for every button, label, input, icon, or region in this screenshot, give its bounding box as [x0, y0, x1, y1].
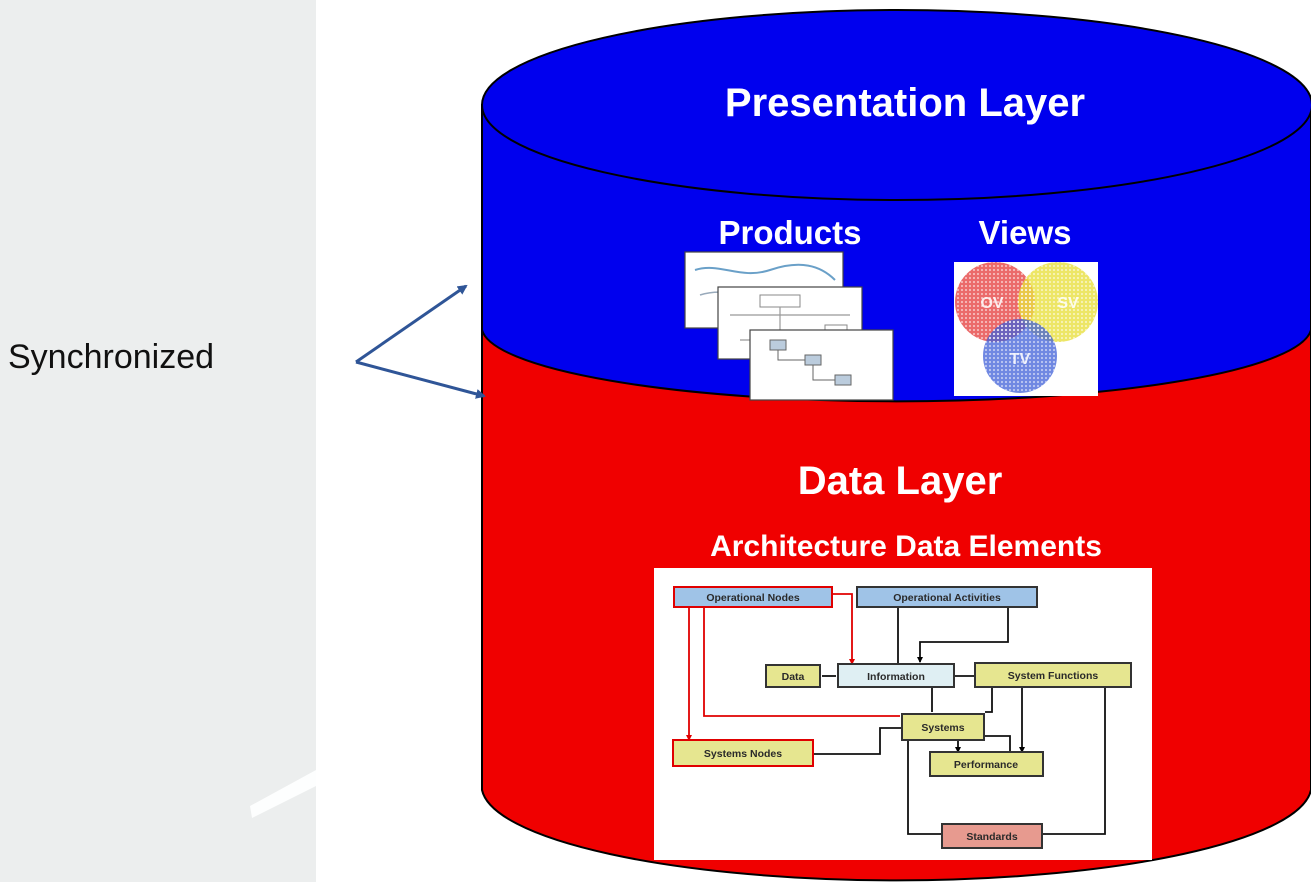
node-systems-nodes: Systems Nodes	[672, 739, 814, 767]
svg-text:Operational Activities: Operational Activities	[893, 592, 1001, 604]
cylinder-top	[481, 9, 1311, 201]
data-layer-subtitle: Architecture Data Elements	[710, 530, 1102, 563]
node-operational-nodes: Operational Nodes	[673, 586, 833, 608]
svg-text:Systems Nodes: Systems Nodes	[704, 748, 782, 760]
venn-label-sv: SV	[1057, 295, 1079, 312]
node-system-functions: System Functions	[974, 662, 1132, 688]
left-background-panel	[0, 0, 316, 882]
svg-text:Data: Data	[782, 671, 805, 683]
presentation-layer-title: Presentation Layer	[725, 81, 1085, 125]
data-elements-diagram: Operational Nodes Operational Activities…	[654, 568, 1152, 860]
products-label: Products	[718, 214, 861, 251]
decorative-slash	[250, 770, 316, 818]
svg-text:System Functions: System Functions	[1008, 670, 1099, 682]
venn-label-tv: TV	[1010, 351, 1031, 368]
node-systems: Systems	[901, 713, 985, 741]
svg-text:Performance: Performance	[954, 759, 1018, 771]
sync-arrow-up	[355, 284, 468, 364]
node-data: Data	[765, 664, 821, 688]
svg-text:Operational Nodes: Operational Nodes	[706, 592, 800, 604]
svg-text:Standards: Standards	[966, 831, 1018, 843]
venn-label-ov: OV	[980, 295, 1003, 312]
views-label: Views	[979, 214, 1072, 251]
node-information: Information	[837, 663, 955, 688]
svg-text:Information: Information	[867, 671, 925, 683]
data-layer-title: Data Layer	[798, 459, 1003, 503]
sync-arrow-down	[355, 360, 486, 399]
synchronized-label: Synchronized	[8, 338, 214, 376]
node-performance: Performance	[929, 751, 1044, 777]
svg-text:Systems: Systems	[921, 722, 964, 734]
product-thumbnail-3	[749, 329, 894, 401]
products-thumbnails	[684, 251, 894, 401]
node-standards: Standards	[941, 823, 1043, 849]
views-venn-diagram: OV SV TV	[954, 262, 1098, 396]
sync-arrows	[355, 284, 486, 399]
node-operational-activities: Operational Activities	[856, 586, 1038, 608]
